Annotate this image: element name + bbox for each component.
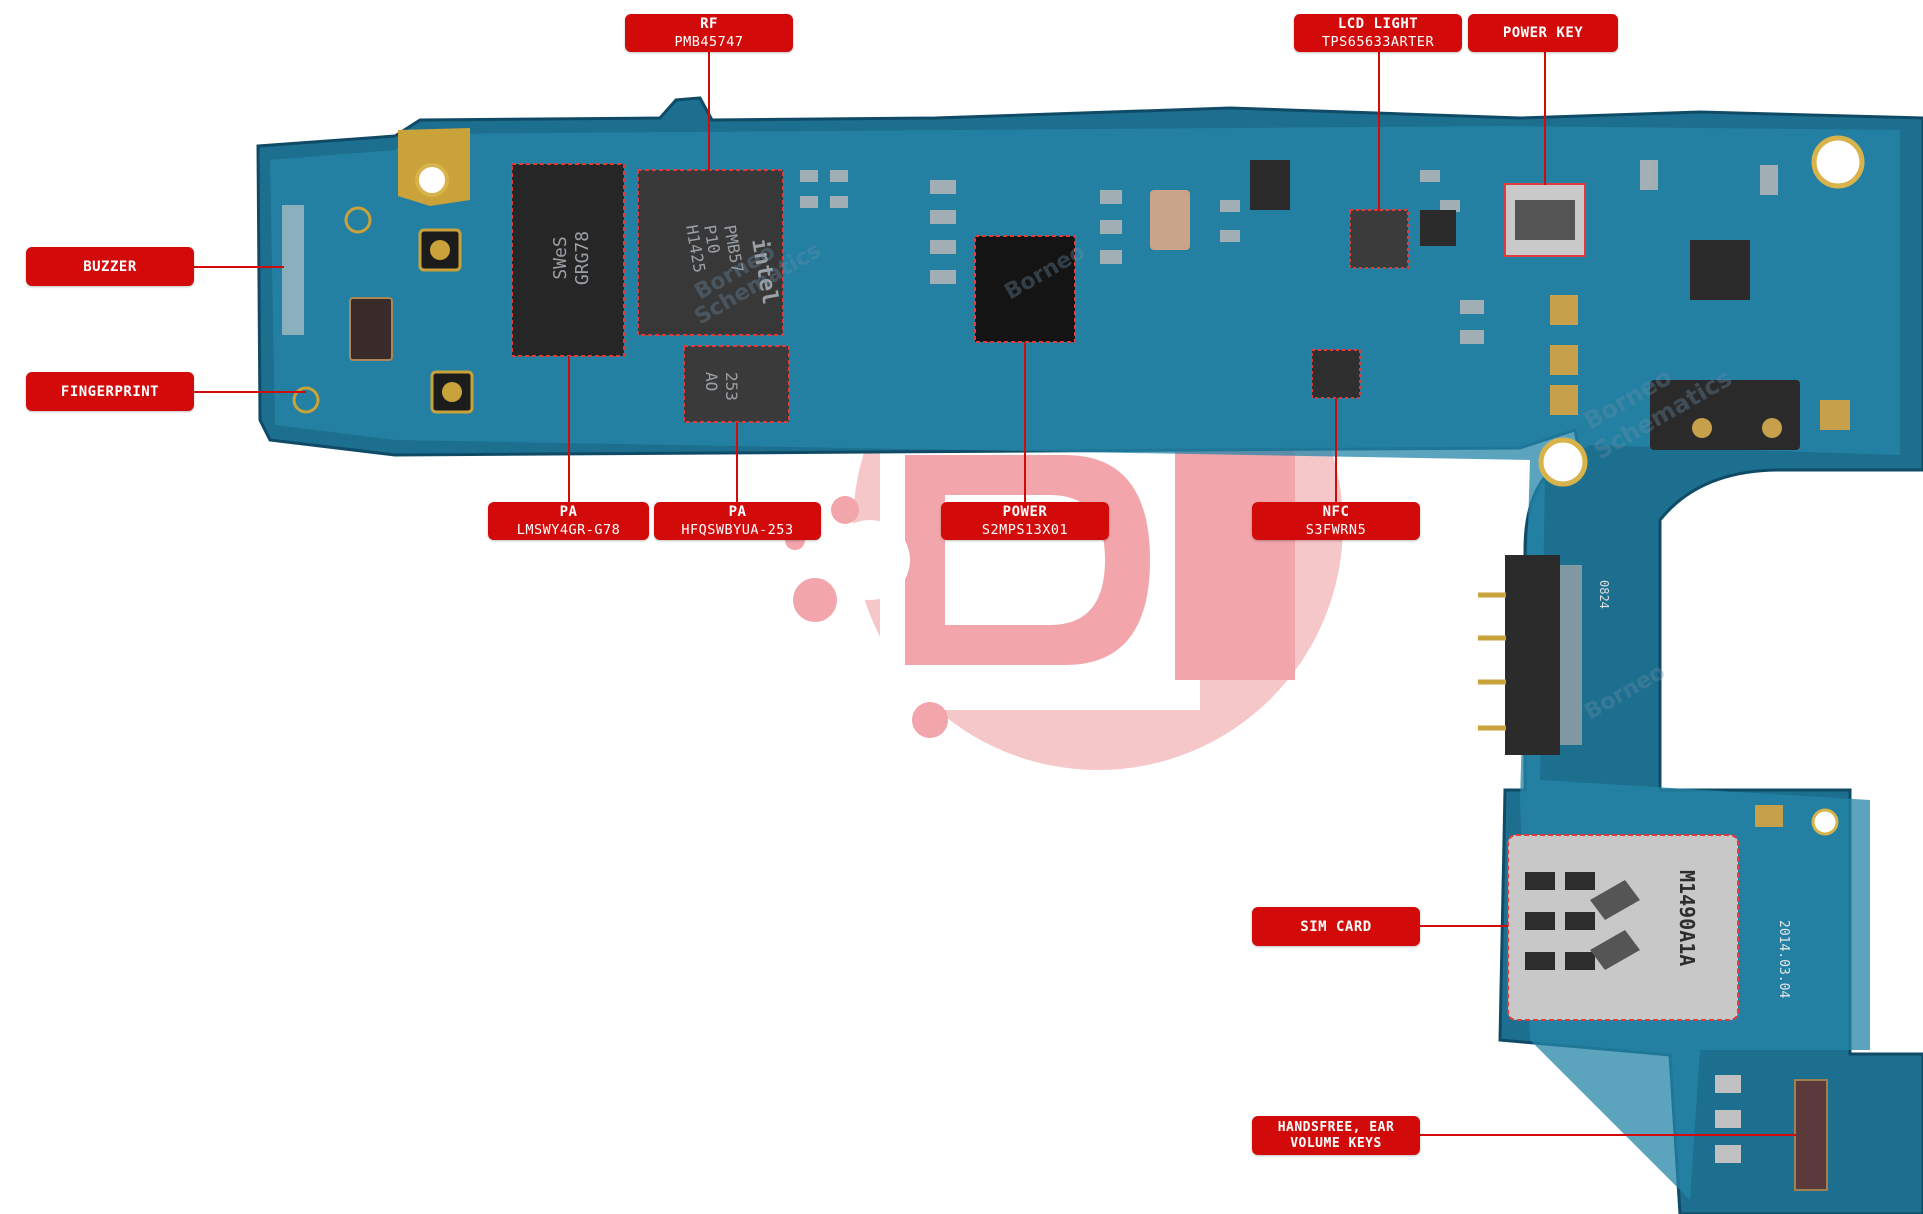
rf-leader bbox=[708, 51, 710, 171]
pa2-title: PA bbox=[728, 504, 747, 520]
buzzer-title: BUZZER bbox=[83, 258, 137, 275]
nfc-title: NFC bbox=[1322, 504, 1350, 520]
fingerprint-leader bbox=[194, 391, 306, 393]
handsfree-title-line2: VOLUME KEYS bbox=[1290, 1135, 1382, 1151]
lcd-light-callout: LCD LIGHT TPS65633ARTER bbox=[1294, 14, 1462, 52]
nfc-part-number: S3FWRN5 bbox=[1305, 522, 1367, 538]
pcb-code-marking: 0824 bbox=[1597, 580, 1611, 609]
rf-callout: RF PMB45747 bbox=[625, 14, 793, 52]
lcd-light-title: LCD LIGHT bbox=[1337, 16, 1419, 32]
rf-title: RF bbox=[700, 16, 718, 32]
pa2-leader bbox=[736, 422, 738, 502]
power-key-leader bbox=[1544, 51, 1546, 185]
rf-part-number: PMB45747 bbox=[674, 34, 744, 50]
pcb-date-marking: 2014.03.04 bbox=[1776, 920, 1791, 998]
pa2-part-number: HFQSWBYUA-253 bbox=[681, 522, 794, 538]
handsfree-callout: HANDSFREE, EAR VOLUME KEYS bbox=[1252, 1116, 1420, 1155]
power-key-title: POWER KEY bbox=[1502, 25, 1584, 41]
pa1-part-number: LMSWY4GR-G78 bbox=[516, 522, 621, 538]
sim-card-callout: SIM CARD bbox=[1252, 907, 1420, 946]
buzzer-leader bbox=[194, 266, 284, 268]
sim-card-leader bbox=[1418, 925, 1508, 927]
power-key-callout: POWER KEY bbox=[1468, 14, 1618, 52]
power-leader bbox=[1024, 342, 1026, 502]
power-part-number: S2MPS13X01 bbox=[981, 522, 1069, 538]
rf-chip-marking-3: P10 bbox=[700, 223, 724, 255]
fingerprint-title: FINGERPRINT bbox=[60, 383, 160, 400]
handsfree-title-line1: HANDSFREE, EAR bbox=[1277, 1119, 1395, 1135]
pa2-callout: PA HFQSWBYUA-253 bbox=[654, 502, 821, 540]
nfc-callout: NFC S3FWRN5 bbox=[1252, 502, 1420, 540]
pa1-title: PA bbox=[559, 504, 578, 520]
buzzer-callout: BUZZER bbox=[26, 247, 194, 286]
pa1-leader bbox=[568, 356, 570, 502]
pa1-callout: PA LMSWY4GR-G78 bbox=[488, 502, 649, 540]
sim-marking: M1490A1A bbox=[1675, 870, 1699, 966]
lcd-light-part-number: TPS65633ARTER bbox=[1321, 34, 1435, 50]
pa2-chip-marking-2: AO bbox=[702, 372, 721, 391]
lcd-light-leader bbox=[1378, 51, 1380, 211]
pa2-chip-marking-1: 253 bbox=[722, 372, 741, 401]
power-title: POWER bbox=[1002, 504, 1048, 520]
handsfree-leader bbox=[1418, 1134, 1796, 1136]
sim-card-title: SIM CARD bbox=[1300, 918, 1372, 935]
pa1-chip-marking-2: GRG78 bbox=[572, 231, 593, 285]
nfc-leader bbox=[1335, 398, 1337, 502]
power-callout: POWER S2MPS13X01 bbox=[941, 502, 1109, 540]
pa1-chip-marking-1: SWeS bbox=[550, 236, 571, 279]
fingerprint-callout: FINGERPRINT bbox=[26, 372, 194, 411]
